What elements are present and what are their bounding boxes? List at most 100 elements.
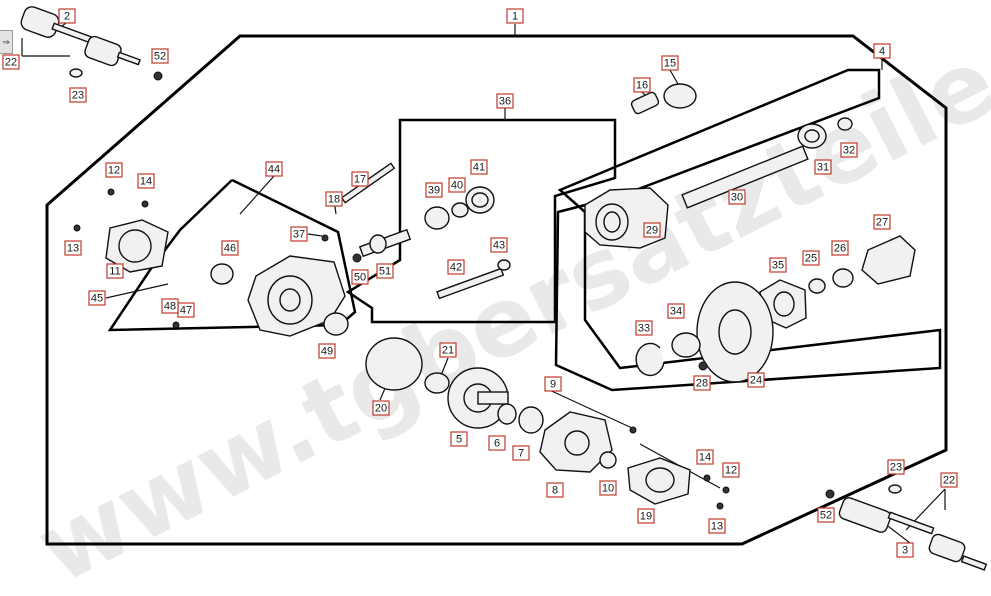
- washer-47-48: [172, 321, 180, 329]
- callout-13: 13: [708, 518, 726, 534]
- callout-number: 50: [354, 272, 366, 284]
- callout-5: 5: [450, 431, 468, 447]
- drive-shaft-upper: [20, 6, 141, 67]
- side-panel-toggle[interactable]: ⇒: [0, 30, 13, 54]
- callout-6: 6: [488, 435, 506, 451]
- brake-disc-24: [696, 281, 774, 383]
- callout-52: 52: [817, 507, 835, 523]
- callout-number: 35: [772, 260, 784, 272]
- bolt-28: [698, 361, 708, 371]
- callout-17: 17: [351, 171, 369, 187]
- callout-number: 26: [834, 243, 846, 255]
- output-shaft-30: [681, 117, 853, 209]
- callout-number: 52: [154, 51, 166, 63]
- callout-number: 44: [268, 164, 280, 176]
- callout-number: 36: [499, 96, 511, 108]
- housing-29: [584, 187, 669, 249]
- callout-number: 12: [725, 465, 737, 477]
- callout-number: 10: [602, 483, 614, 495]
- callout-25: 25: [802, 250, 820, 266]
- callout-number: 23: [72, 90, 84, 102]
- bearing-34: [671, 332, 701, 358]
- callout-13: 13: [64, 240, 82, 256]
- seal-46: [210, 263, 234, 285]
- callout-number: 7: [518, 448, 524, 460]
- callout-32: 32: [840, 142, 858, 158]
- cover-19: [627, 457, 730, 510]
- callout-26: 26: [831, 240, 849, 256]
- callout-number: 3: [902, 545, 908, 557]
- assembly-frame-44: [107, 178, 357, 332]
- callout-number: 20: [375, 403, 387, 415]
- callout-24: 24: [747, 372, 765, 388]
- callout-number: 1: [512, 11, 518, 23]
- callout-number: 29: [646, 225, 658, 237]
- boot-27: [808, 235, 916, 294]
- callout-number: 40: [451, 180, 463, 192]
- callout-number: 28: [696, 378, 708, 390]
- ring-gear-5: [447, 367, 509, 429]
- assembly-frame-1: [45, 34, 948, 546]
- callout-8: 8: [546, 482, 564, 498]
- callout-45: 45: [88, 290, 106, 306]
- callout-9: 9: [544, 376, 562, 392]
- assembly-frame-36: [345, 118, 617, 324]
- callout-15: 15: [661, 55, 679, 71]
- callout-3: 3: [896, 542, 914, 558]
- callout-4: 4: [873, 43, 891, 59]
- callout-41: 41: [470, 159, 488, 175]
- callout-number: 5: [456, 434, 462, 446]
- callout-number: 23: [890, 462, 902, 474]
- callout-number: 45: [91, 293, 103, 305]
- callout-number: 27: [876, 217, 888, 229]
- circlip-33: [635, 342, 665, 377]
- callout-number: 16: [636, 80, 648, 92]
- callout-33: 33: [635, 320, 653, 336]
- callout-1: 1: [506, 8, 524, 24]
- callout-number: 22: [5, 57, 17, 69]
- callout-47: 47: [177, 302, 195, 318]
- callout-number: 30: [731, 192, 743, 204]
- callout-number: 13: [67, 243, 79, 255]
- callout-number: 47: [180, 305, 192, 317]
- callout-number: 12: [108, 165, 120, 177]
- callout-number: 4: [879, 46, 885, 58]
- callout-43: 43: [490, 237, 508, 253]
- callout-number: 2: [64, 11, 70, 23]
- callout-number: 41: [473, 162, 485, 174]
- gearcase-housing: [247, 255, 346, 337]
- callout-12: 12: [722, 462, 740, 478]
- callout-23: 23: [69, 87, 87, 103]
- callout-number: 22: [943, 475, 955, 487]
- callout-29: 29: [643, 222, 661, 238]
- drive-shaft-lower: [838, 497, 988, 571]
- callout-51: 51: [376, 263, 394, 279]
- callout-22: 22: [2, 54, 20, 70]
- callout-number: 49: [321, 346, 333, 358]
- callout-35: 35: [769, 257, 787, 273]
- callout-number: 9: [550, 379, 556, 391]
- callout-48: 48: [161, 298, 179, 314]
- callout-7: 7: [512, 445, 530, 461]
- callout-number: 51: [379, 266, 391, 278]
- callout-30: 30: [728, 189, 746, 205]
- callout-22: 22: [940, 472, 958, 488]
- callout-14: 14: [696, 449, 714, 465]
- callout-21: 21: [439, 342, 457, 358]
- callout-2: 2: [58, 8, 76, 24]
- seal-10: [599, 451, 617, 469]
- callout-number: 34: [670, 306, 682, 318]
- callout-12: 12: [105, 162, 123, 178]
- callout-number: 19: [640, 511, 652, 523]
- callout-10: 10: [599, 480, 617, 496]
- nut-52-upper: [153, 71, 163, 81]
- callout-number: 33: [638, 323, 650, 335]
- callout-number: 14: [699, 452, 711, 464]
- callout-number: 17: [354, 174, 366, 186]
- bearing-7: [518, 406, 544, 434]
- callout-34: 34: [667, 303, 685, 319]
- callout-number: 11: [109, 266, 120, 278]
- washer-6: [497, 403, 517, 425]
